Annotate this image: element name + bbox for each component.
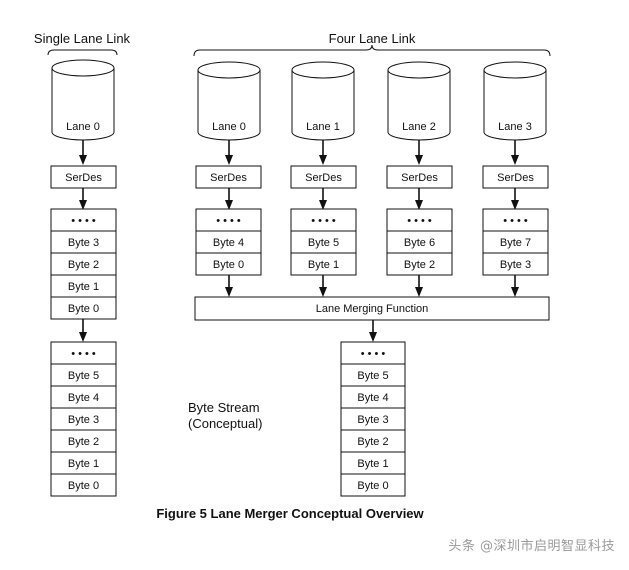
- lane-3-serdes: SerDes: [497, 172, 534, 184]
- single-buffer-cell-1: Byte 3: [68, 237, 99, 249]
- single-byte-buffer: • • • • Byte 3 Byte 2 Byte 1 Byte 0: [50, 208, 117, 320]
- four-lane-2: Lane 2 SerDes • • • • Byte 6 Byte 2: [386, 61, 453, 297]
- merged-stream-cell-5: Byte 1: [357, 458, 388, 470]
- lane-0-cell-0: • • • •: [216, 215, 241, 227]
- merged-byte-stream: • • • • Byte 5 Byte 4 Byte 3 Byte 2 Byte…: [340, 341, 406, 497]
- single-buffer-cell-4: Byte 0: [68, 303, 99, 315]
- four-lane-0: Lane 0 SerDes • • • • Byte 4 Byte 0: [195, 61, 262, 297]
- single-lane-bracket: [47, 49, 118, 56]
- single-stream-cell-0: • • • •: [71, 348, 96, 360]
- single-stream-cell-1: Byte 5: [68, 370, 99, 382]
- lane-0-label: Lane 0: [212, 121, 246, 133]
- byte-stream-label: Byte Stream: [188, 400, 260, 415]
- lane-0-cell-1: Byte 4: [213, 237, 244, 249]
- single-lane-0-label: Lane 0: [66, 121, 100, 133]
- single-serdes-label: SerDes: [65, 172, 102, 184]
- single-stream-cell-4: Byte 2: [68, 436, 99, 448]
- single-lane-0-cylinder: Lane 0: [51, 59, 115, 141]
- merged-stream-cell-6: Byte 0: [357, 480, 388, 492]
- lane-1-cell-1: Byte 5: [308, 237, 339, 249]
- lane-merging-function-box: [194, 296, 550, 321]
- watermark-text: 头条 @深圳市启明智显科技: [448, 539, 615, 554]
- lane-1-cell-2: Byte 1: [308, 259, 339, 271]
- single-stream-cell-2: Byte 4: [68, 392, 99, 404]
- lane-0-cell-2: Byte 0: [213, 259, 244, 271]
- single-lane-link-title: Single Lane Link: [34, 31, 131, 46]
- lane-2-serdes: SerDes: [401, 172, 438, 184]
- lane-0-serdes: SerDes: [210, 172, 247, 184]
- lane-3-label: Lane 3: [498, 121, 532, 133]
- byte-stream-sublabel: (Conceptual): [188, 416, 262, 431]
- single-stream-cell-5: Byte 1: [68, 458, 99, 470]
- lane-3-cell-2: Byte 3: [500, 259, 531, 271]
- merged-stream-cell-4: Byte 2: [357, 436, 388, 448]
- merged-stream-cell-0: • • • •: [361, 348, 386, 360]
- single-buffer-cell-3: Byte 1: [68, 281, 99, 293]
- lane-1-label: Lane 1: [306, 121, 340, 133]
- figure-caption: Figure 5 Lane Merger Conceptual Overview: [156, 506, 424, 521]
- four-lane-link-title: Four Lane Link: [329, 31, 416, 46]
- four-lane-1: Lane 1 SerDes • • • • Byte 5 Byte 1: [290, 61, 357, 297]
- lane-3-cell-0: • • • •: [503, 215, 528, 227]
- merged-stream-cell-2: Byte 4: [357, 392, 388, 404]
- single-buffer-cell-0: • • • •: [71, 215, 96, 227]
- single-stream-cell-6: Byte 0: [68, 480, 99, 492]
- lane-2-cell-0: • • • •: [407, 215, 432, 227]
- lane-3-cell-1: Byte 7: [500, 237, 531, 249]
- lane-1-cell-0: • • • •: [311, 215, 336, 227]
- lane-1-serdes: SerDes: [305, 172, 342, 184]
- single-stream-cell-3: Byte 3: [68, 414, 99, 426]
- lane-2-cell-2: Byte 2: [404, 259, 435, 271]
- lane-merging-function-label: Lane Merging Function: [316, 303, 429, 315]
- four-lane-3: Lane 3 SerDes • • • • Byte 7 Byte 3: [482, 61, 549, 297]
- merged-stream-cell-1: Byte 5: [357, 370, 388, 382]
- four-lane-bracket: [193, 44, 551, 57]
- single-buffer-cell-2: Byte 2: [68, 259, 99, 271]
- lane-2-cell-1: Byte 6: [404, 237, 435, 249]
- lane-2-label: Lane 2: [402, 121, 436, 133]
- merged-stream-cell-3: Byte 3: [357, 414, 388, 426]
- single-byte-stream: • • • • Byte 5 Byte 4 Byte 3 Byte 2 Byte…: [50, 341, 117, 497]
